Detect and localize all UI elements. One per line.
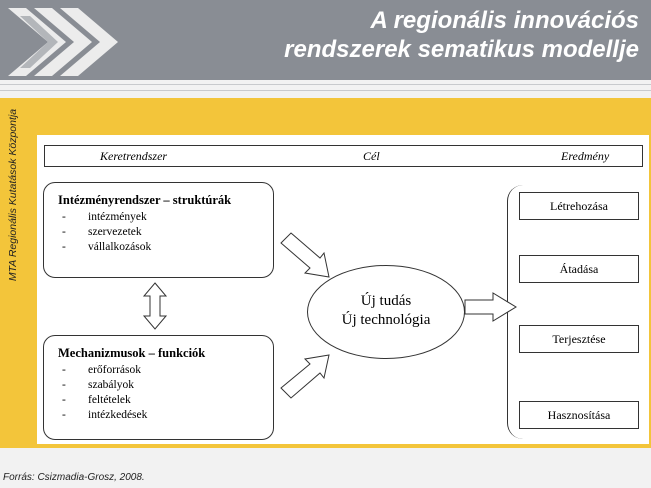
column-header-eredmeny: Eredmény [561, 149, 610, 163]
column-header-keretrendszer: Keretrendszer [100, 149, 168, 163]
result-box-terjesztese: Terjesztése [519, 325, 639, 353]
list-item: szervezetek [88, 225, 273, 240]
center-line-2: Új technológia [341, 312, 431, 328]
center-line-1: Új tudás [360, 293, 412, 309]
list-item: erőforrások [88, 363, 273, 378]
divider-line [0, 90, 651, 91]
result-box-hasznositasa: Hasznosítása [519, 401, 639, 429]
side-label: MTA Regionális Kutatások Központja [7, 108, 19, 282]
mechanism-heading: Mechanizmusok – funkciók [58, 346, 206, 360]
source-note: Forrás: Csizmadia-Grosz, 2008. [3, 472, 145, 483]
column-header-cel: Cél [363, 149, 380, 163]
double-arrow-icon [142, 282, 168, 330]
mechanism-box: Mechanizmusok – funkciók erőforrások sza… [43, 335, 274, 440]
list-item: vállalkozások [88, 240, 273, 255]
result-box-letrehozasa: Létrehozása [519, 192, 639, 220]
title-line-1: A regionális innovációs [370, 7, 639, 34]
institution-heading: Intézményrendszer – struktúrák [58, 193, 232, 207]
title-line-2: rendszerek sematikus modellje [284, 36, 639, 63]
result-box-atadasa: Átadása [519, 255, 639, 283]
logo-icon [8, 8, 118, 76]
list-item: intézkedések [88, 408, 273, 423]
arrow-right-icon [464, 292, 517, 322]
page-title: A regionális innovációs rendszerek semat… [199, 6, 639, 64]
list-item: feltételek [88, 393, 273, 408]
diagram-panel: Keretrendszer Cél Eredmény Intézményrend… [37, 135, 649, 444]
arrow-up-right-icon [280, 354, 330, 399]
list-item: intézmények [88, 210, 273, 225]
arrows-layer [142, 232, 517, 399]
institution-box: Intézményrendszer – struktúrák intézmény… [43, 182, 274, 278]
arrow-down-right-icon [280, 232, 330, 278]
list-item: szabályok [88, 378, 273, 393]
column-header-bar: Keretrendszer Cél Eredmény [44, 145, 643, 167]
divider-line [0, 84, 651, 85]
new-knowledge-ellipse: Új tudás Új technológia [307, 265, 465, 359]
header-bar: A regionális innovációs rendszerek semat… [0, 0, 651, 80]
